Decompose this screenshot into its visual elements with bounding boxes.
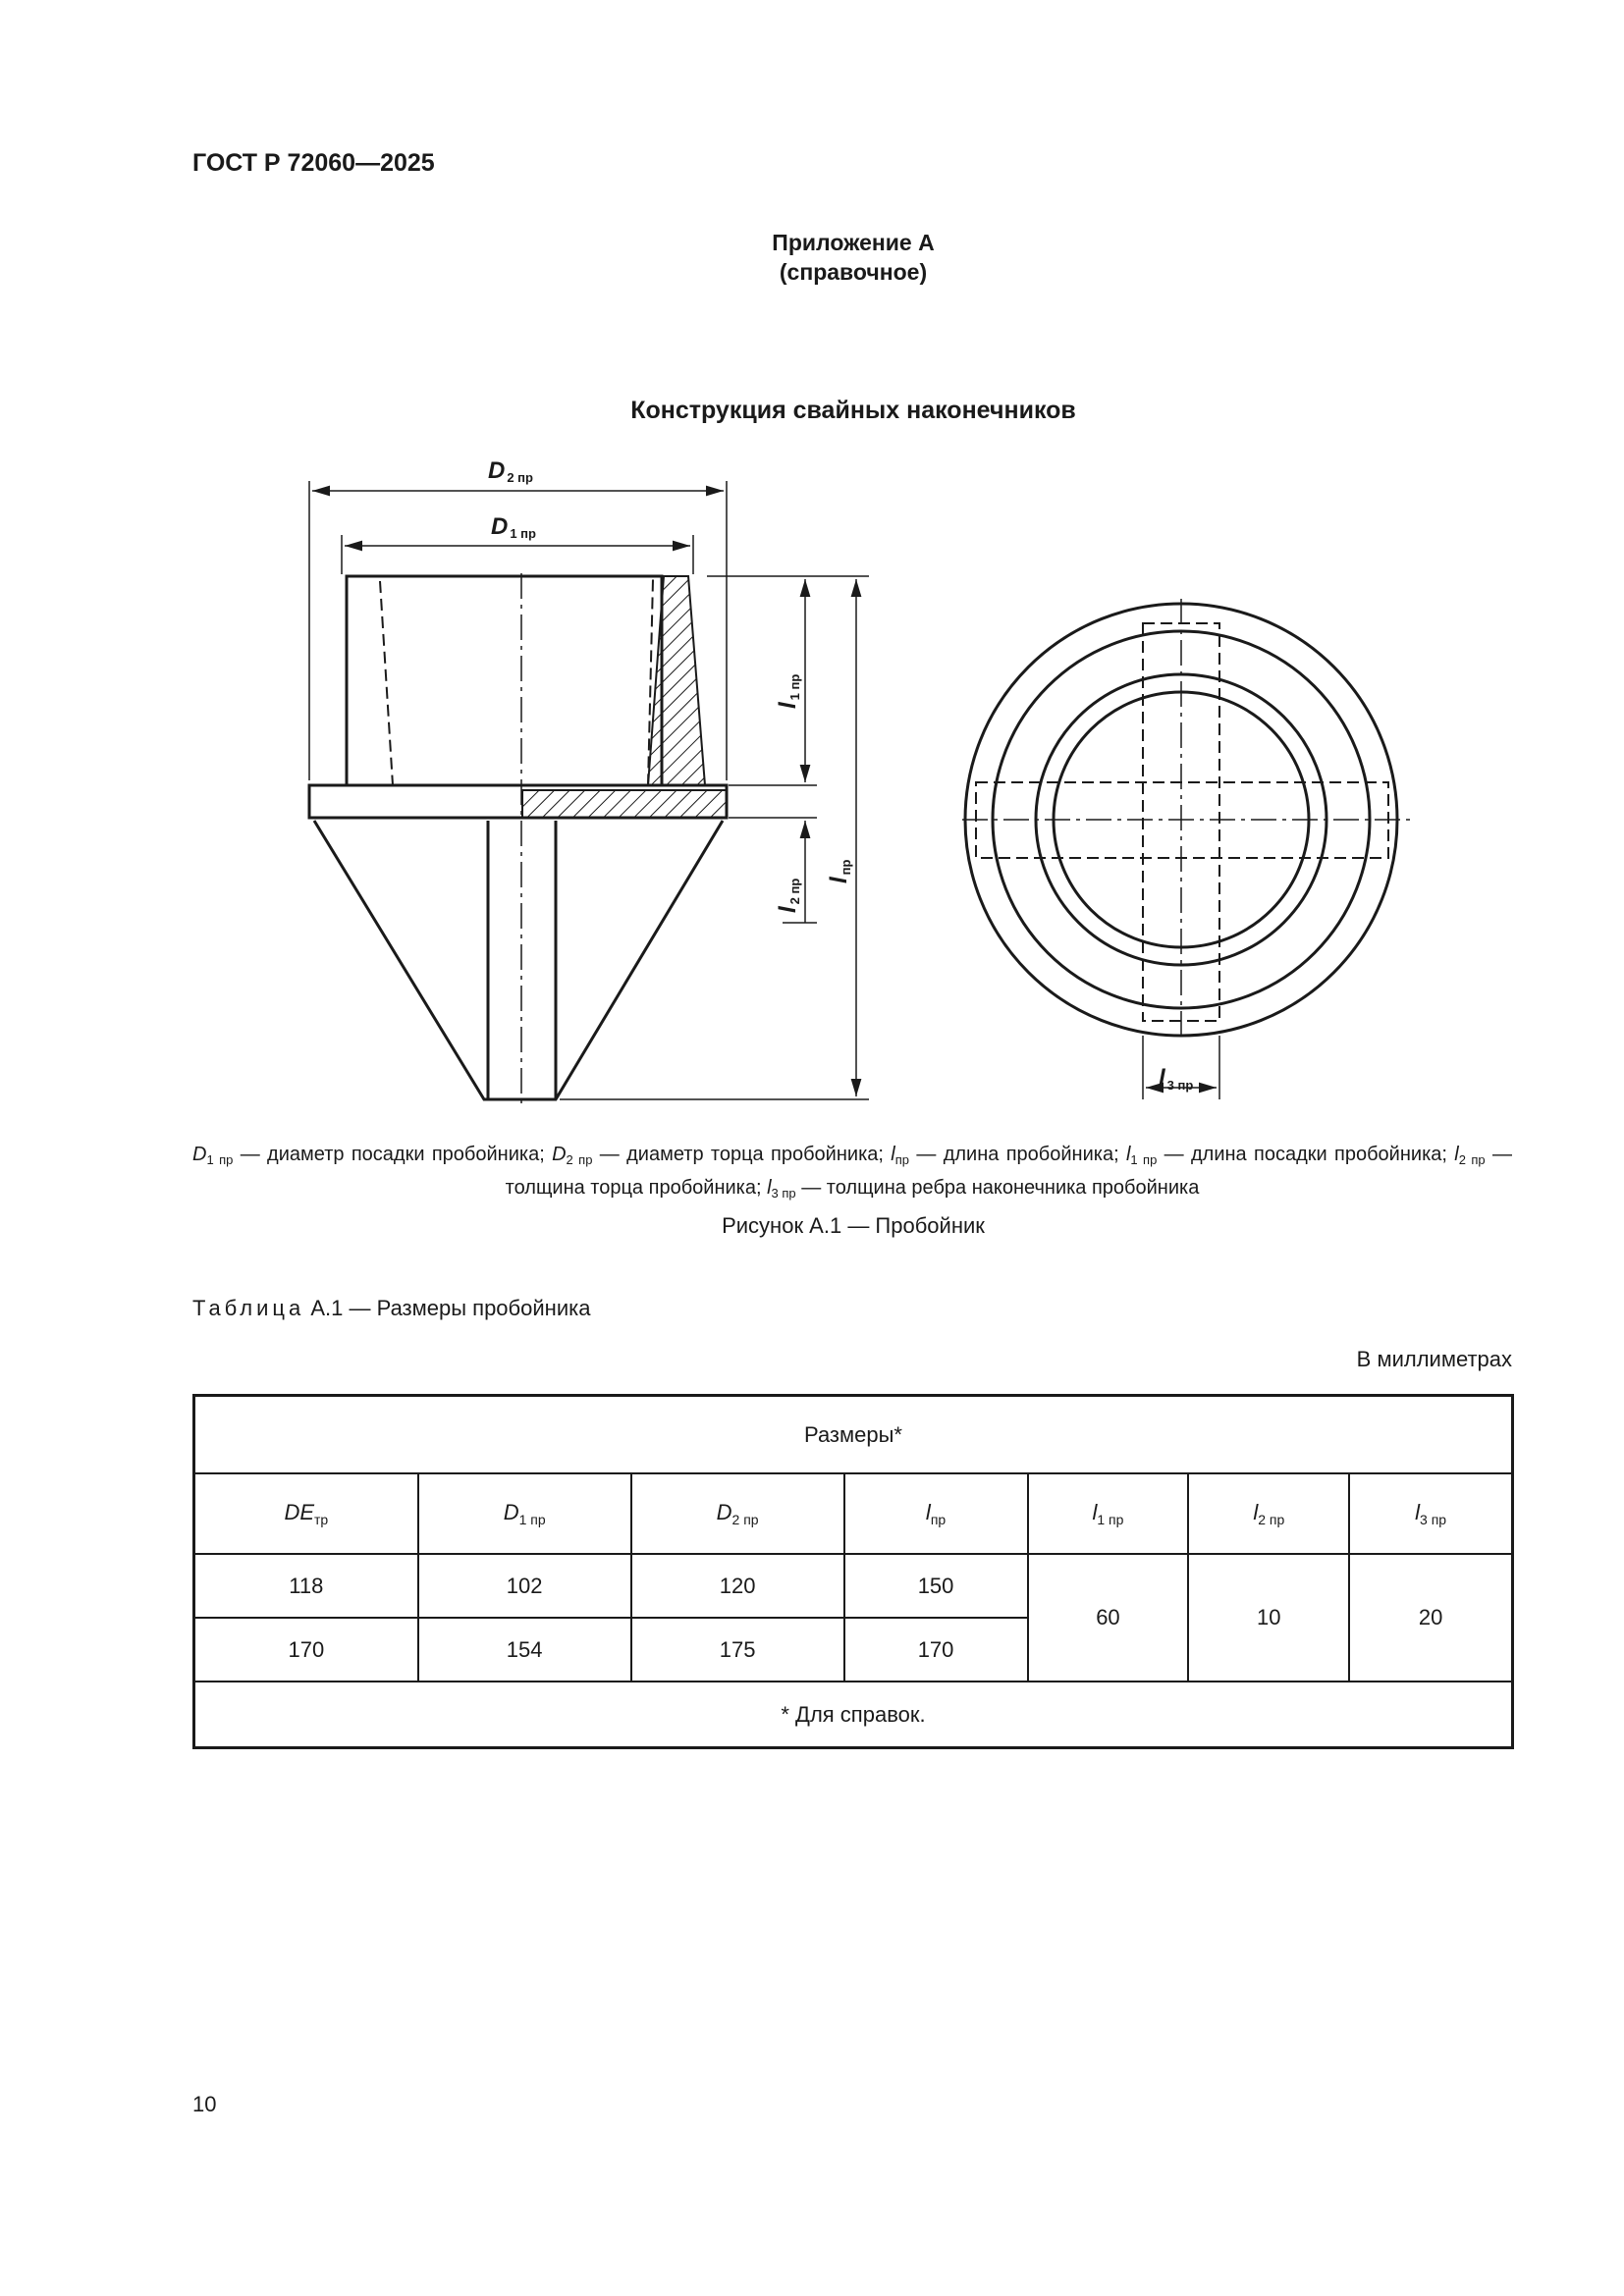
group-header: Размеры* [192,1394,1514,1474]
table-caption-title: А.1 — Размеры пробойника [304,1296,591,1320]
label-l2: l2 пр [775,879,802,913]
table-cell: 170 [192,1617,419,1682]
column-header: l2 пр [1187,1472,1351,1555]
column-header: l3 пр [1348,1472,1514,1555]
units-note: В миллиметрах [1356,1347,1512,1371]
table-caption: Таблица А.1 — Размеры пробойника [192,1296,590,1321]
table-cell: 170 [842,1617,1029,1682]
dimension-lines [308,481,869,1100]
table-footnote-row: * Для справок. [192,1681,1514,1749]
annex-title: Приложение А (справочное) [0,228,1624,287]
table-cell: 20 [1348,1553,1514,1682]
label-l: lпр [826,859,853,883]
table-cell: 120 [629,1553,845,1619]
figure-legend: D1 пр — диаметр посадки пробойника; D2 п… [192,1141,1512,1207]
column-header: lпр [842,1472,1029,1555]
table-column-row: DEтр D1 пр D2 пр lпр l1 пр l2 пр l3 пр [192,1472,1514,1555]
column-header: D1 пр [416,1472,632,1555]
document-code: ГОСТ Р 72060—2025 [192,149,435,177]
figure-heading: Конструкция свайных наконечников [630,397,1076,424]
legend-item: l2 пр — толщина торца пробойника; [505,1144,1512,1199]
column-header: D2 пр [629,1472,845,1555]
table-cell: 102 [416,1553,632,1619]
table-caption-label: Таблица [192,1296,305,1320]
table-cell: 150 [842,1553,1029,1619]
table-row: 118 102 120 150 60 10 20 [192,1553,1514,1682]
table-header-row: Размеры* [192,1394,1514,1474]
figure-caption: Рисунок А.1 — Пробойник [722,1213,985,1238]
page-number: 10 [192,2092,217,2116]
dimensions-table: Размеры* DEтр D1 пр D2 пр lпр l1 пр l2 п… [192,1394,1514,1749]
table-cell: 175 [629,1617,845,1682]
table-footnote: * Для справок. [192,1681,1514,1749]
table-cell: 118 [192,1553,419,1619]
table-cell: 60 [1026,1553,1190,1682]
column-header: l1 пр [1026,1472,1190,1555]
legend-item: D1 пр — диаметр посадки пробойника; [192,1144,553,1167]
legend-item: D2 пр — диаметр торца пробойника; [552,1144,892,1167]
table-cell: 154 [416,1617,632,1682]
column-header: DEтр [192,1472,419,1555]
annex-label: Приложение А [772,230,935,255]
label-l1: l1 пр [775,674,802,709]
side-view [307,573,729,1104]
legend-item: l1 пр — длина посадки пробойника; [1125,1144,1455,1167]
annex-type: (справочное) [779,259,928,285]
top-view [962,599,1410,1099]
table-row: 170 154 175 170 [192,1617,1513,1682]
legend-item: lпр — длина пробойника; [891,1144,1126,1167]
legend-item: l3 пр — толщина ребра наконечника пробой… [767,1177,1200,1201]
table-cell: 10 [1187,1553,1351,1682]
